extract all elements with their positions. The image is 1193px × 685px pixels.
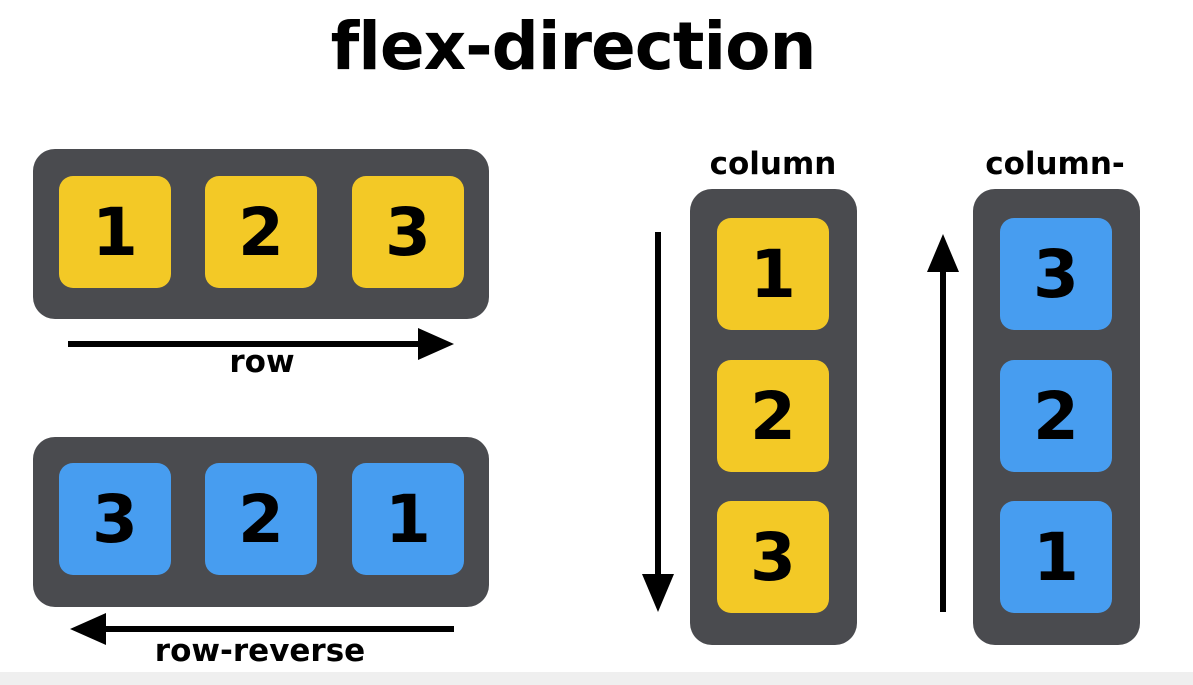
column-label: column (709, 146, 837, 182)
row-arrow-right-icon (68, 328, 454, 360)
column-item-3: 3 (717, 501, 829, 613)
row-item-1: 1 (59, 176, 171, 288)
row-item-3: 3 (352, 176, 464, 288)
bottom-bar (0, 672, 1193, 685)
row-item-2: 2 (205, 176, 317, 288)
column-item-1: 1 (717, 218, 829, 330)
page-title: flex-direction (330, 8, 817, 85)
row-reverse-item-3: 1 (352, 463, 464, 575)
column-reverse-item-3: 1 (1000, 501, 1112, 613)
row-label: row (229, 344, 295, 380)
column-reverse-item-2: 2 (1000, 360, 1112, 472)
column-arrow-down-icon (642, 232, 674, 612)
row-reverse-label: row-reverse (154, 633, 366, 669)
column-reverse-item-1: 3 (1000, 218, 1112, 330)
row-reverse-item-2: 2 (205, 463, 317, 575)
column-reverse-arrow-up-icon (927, 234, 959, 612)
column-item-2: 2 (717, 360, 829, 472)
row-reverse-arrow-left-icon (70, 613, 454, 645)
row-reverse-item-1: 3 (59, 463, 171, 575)
